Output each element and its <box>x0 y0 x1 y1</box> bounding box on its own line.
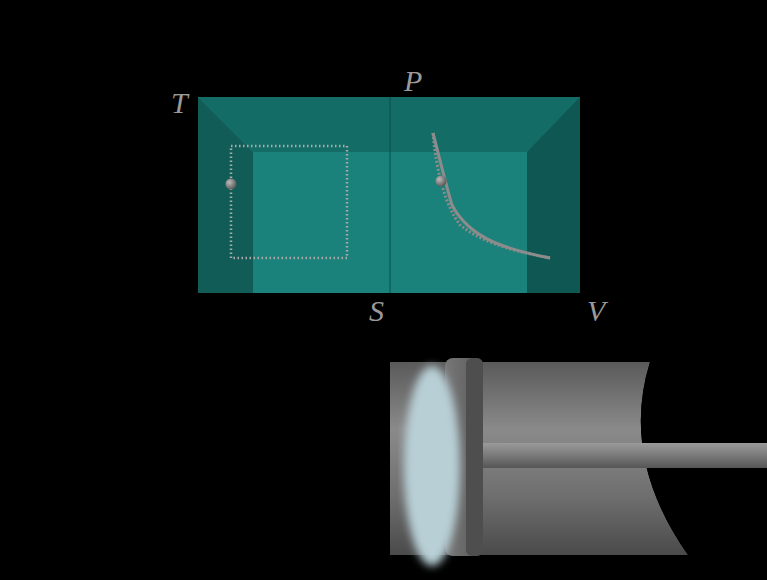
gas <box>404 366 460 566</box>
piston-cylinder <box>390 358 767 566</box>
axis-label: S <box>369 296 384 326</box>
pv-cycle <box>433 133 550 258</box>
axis-label: V <box>587 296 605 326</box>
state-ball <box>436 176 447 187</box>
axis-label: P <box>404 66 422 96</box>
axis-label: T <box>171 88 188 118</box>
piston-rod <box>480 443 767 468</box>
ts-cycle <box>231 146 347 258</box>
state-ball <box>226 179 237 190</box>
diagram-panel <box>198 97 580 293</box>
